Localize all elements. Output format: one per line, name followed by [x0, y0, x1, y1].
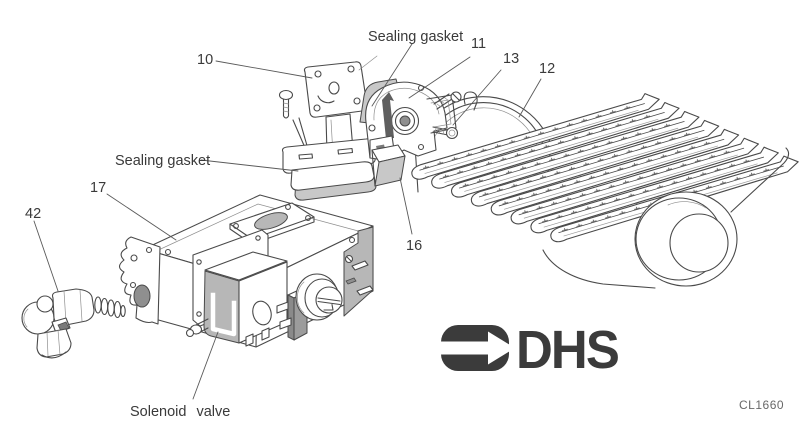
callout-10: 10	[197, 52, 213, 68]
leader-line-13	[452, 69, 502, 126]
leader-line-sealing-gasket-top	[371, 43, 413, 107]
lower-sealing-gasket	[290, 161, 377, 201]
callout-13: 13	[503, 51, 519, 67]
valve-top-pad	[229, 202, 315, 245]
callout-42: 42	[25, 206, 41, 222]
dhs-logo-arrow-icon	[488, 331, 515, 365]
label-sealing-gasket-left: Sealing gasket	[115, 153, 210, 169]
leader-line-17	[106, 193, 177, 241]
dhs-logo-text: DHS	[516, 320, 618, 380]
callout-labels: Sealing gasket 10 11 13 12 Sealing gaske…	[25, 29, 555, 420]
leader-lines	[33, 43, 542, 400]
leader-line-11	[408, 56, 471, 99]
burner-cone	[634, 191, 738, 287]
screws-13	[432, 91, 462, 140]
control-knob	[295, 273, 343, 321]
callout-16: 16	[406, 238, 422, 254]
leader-line-42	[33, 220, 59, 292]
gas-valve-drawing	[118, 194, 374, 348]
leader-line-solenoid	[192, 331, 219, 400]
solenoid-valve-drawing	[185, 229, 288, 347]
screw-drawing	[278, 89, 294, 119]
valve-left-flange	[118, 236, 161, 325]
dhs-logo: DHS	[437, 320, 620, 380]
burner-assembly-drawing	[408, 89, 800, 289]
label-solenoid-valve: Solenoid valve	[130, 404, 230, 420]
leader-line-sealing-gasket-left	[200, 159, 299, 172]
pilot-bracket-assembly-drawing	[278, 55, 462, 201]
leader-line-12	[518, 78, 542, 118]
callout-11: 11	[471, 36, 486, 52]
leader-line-16	[399, 177, 413, 235]
label-sealing-gasket-top: Sealing gasket	[368, 29, 463, 45]
elbow-fitting-drawing	[21, 288, 126, 359]
callout-17: 17	[90, 180, 106, 196]
valve-right-face	[343, 226, 374, 317]
callout-12: 12	[539, 61, 555, 77]
leader-line-10	[215, 60, 313, 79]
burner-rails	[408, 89, 800, 245]
figure-code: CL1660	[739, 398, 784, 412]
wedge-16	[371, 144, 406, 187]
